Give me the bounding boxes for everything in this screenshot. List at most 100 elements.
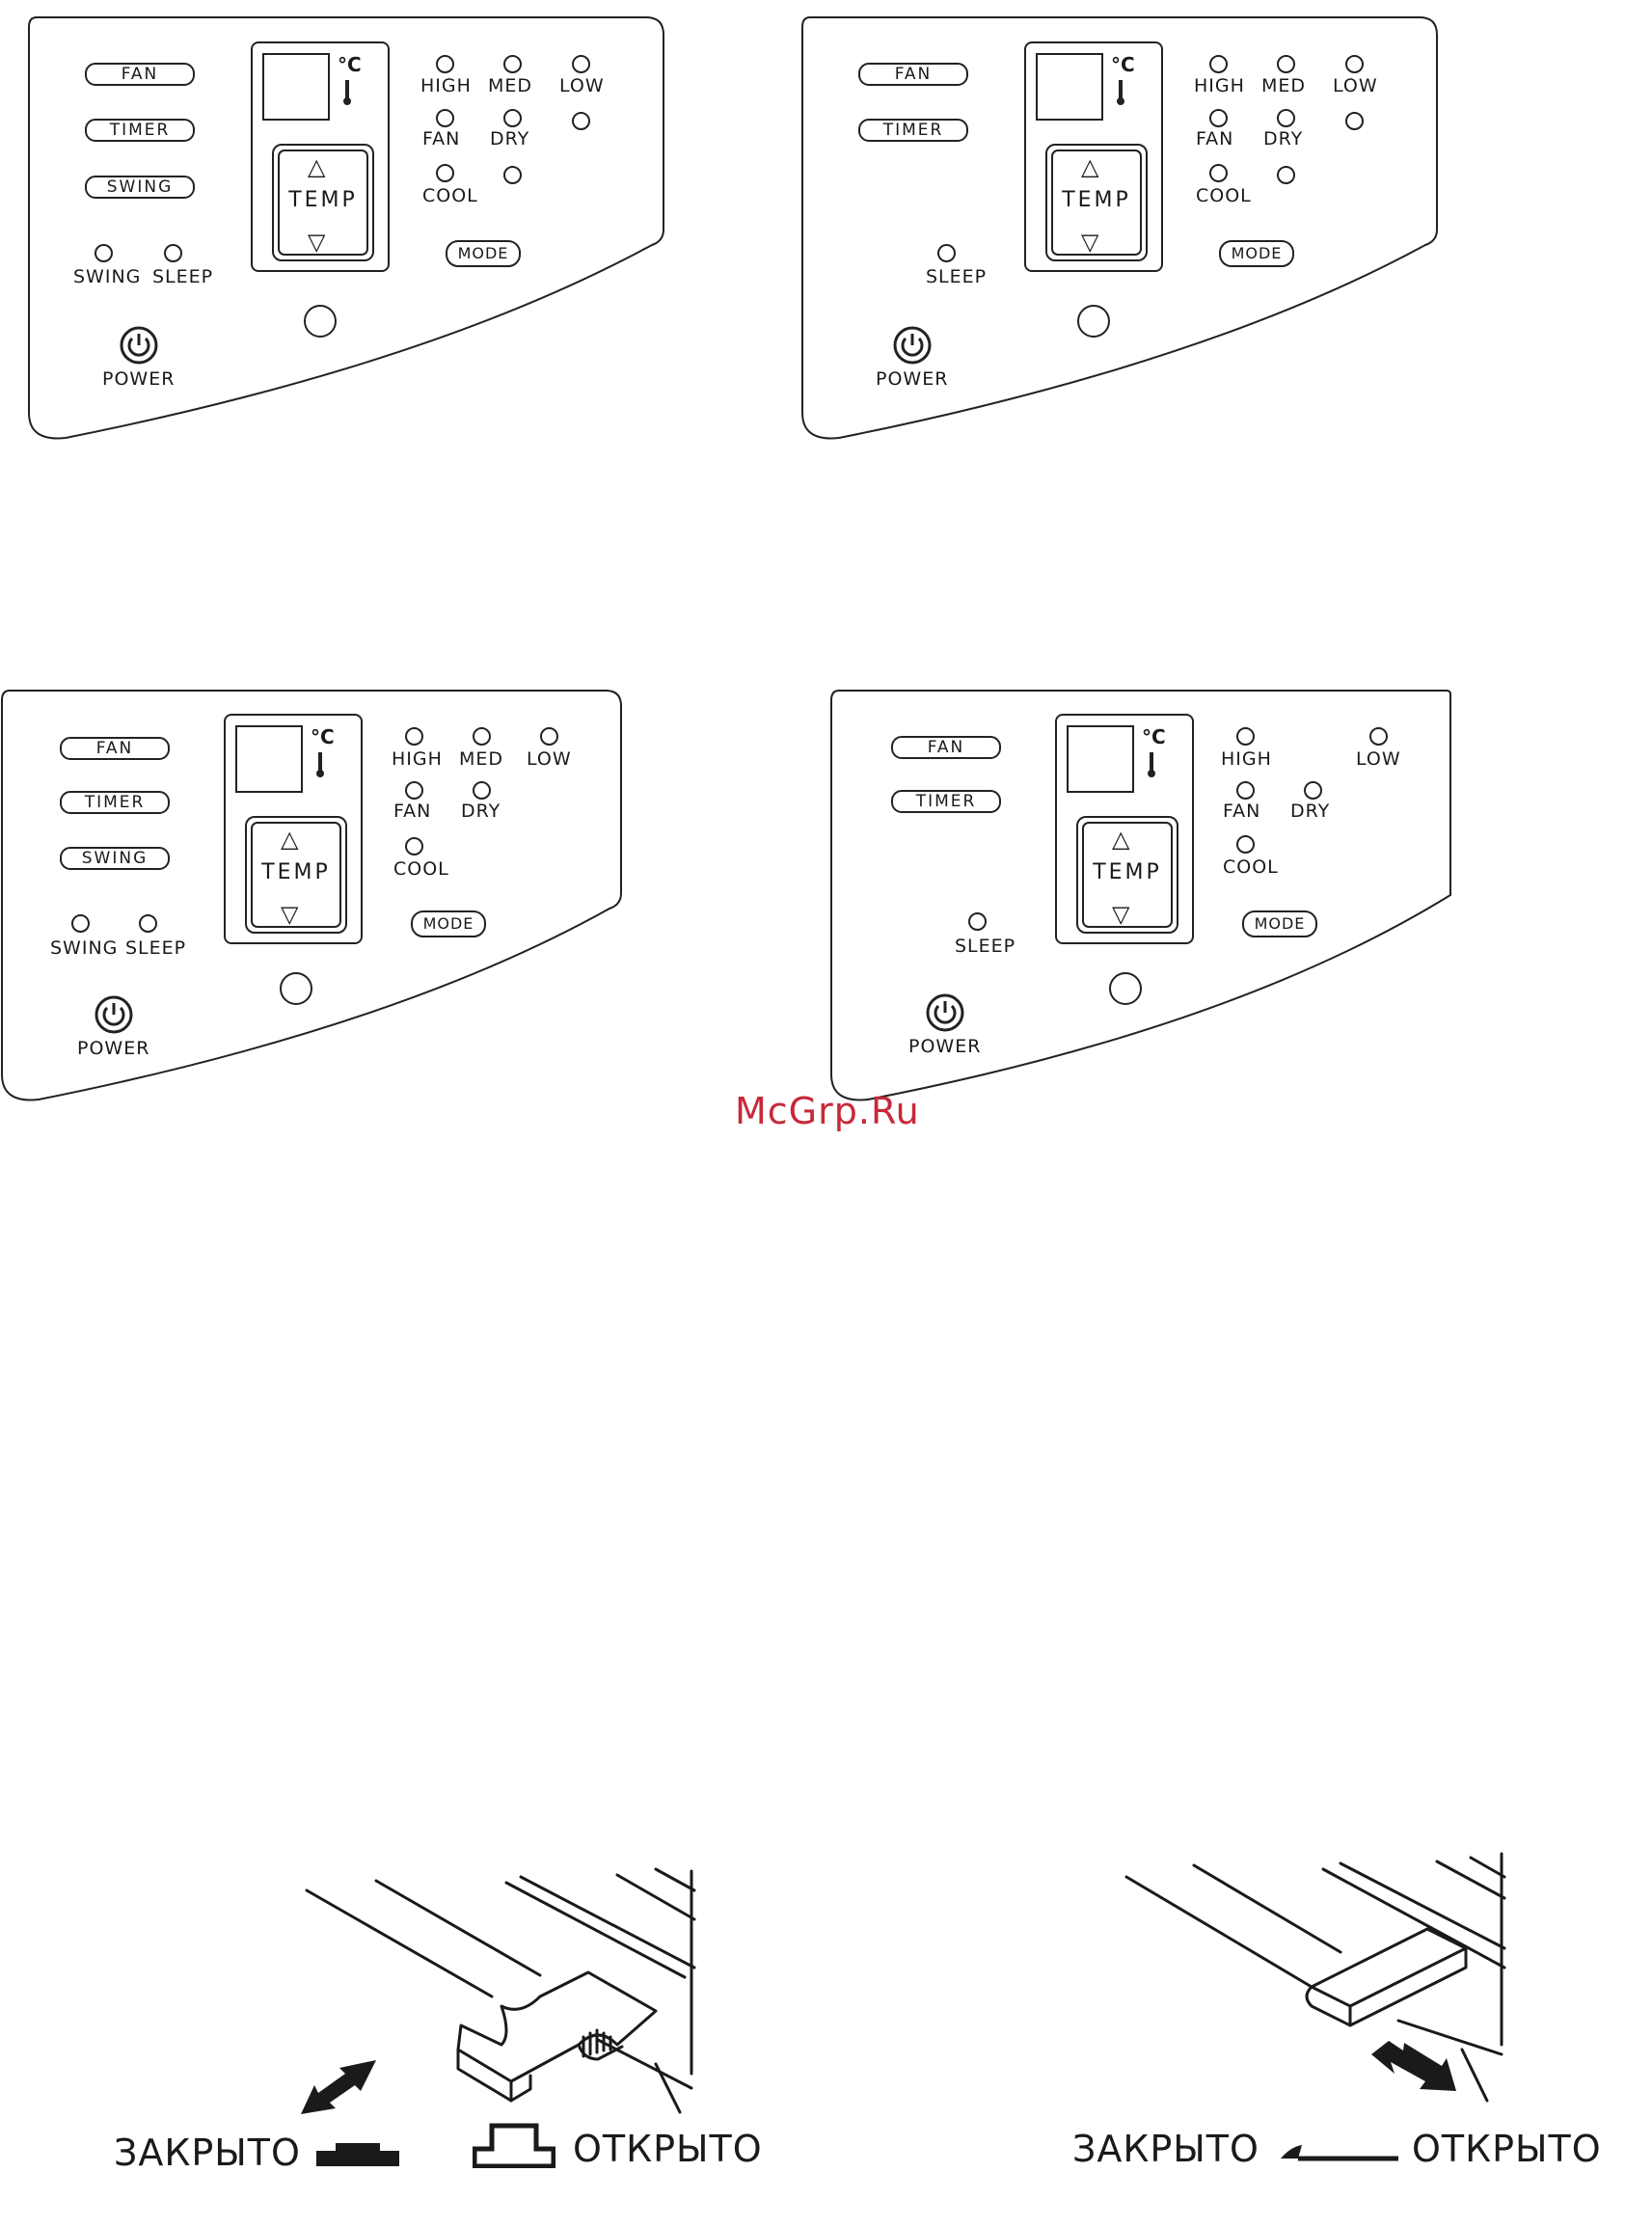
- dry-mode-label: DRY: [1290, 801, 1331, 822]
- dry-mode-label: DRY: [461, 801, 501, 822]
- open-symbol-icon: [473, 2123, 555, 2168]
- cool-mode-label: COOL: [1223, 856, 1279, 878]
- fan-button[interactable]: FAN: [85, 63, 195, 86]
- cool-mode-led: [405, 837, 423, 855]
- swing-button[interactable]: SWING: [85, 176, 195, 199]
- triangle-up-icon[interactable]: △: [308, 153, 326, 180]
- double-arrow-icon: [1371, 2041, 1456, 2091]
- swing-indicator-label: SWING: [50, 937, 119, 959]
- low-label: LOW: [1356, 748, 1401, 770]
- med-label: MED: [1261, 75, 1307, 96]
- power-icon[interactable]: [926, 993, 964, 1032]
- power-icon[interactable]: [95, 995, 133, 1034]
- triangle-up-icon[interactable]: △: [1112, 826, 1130, 853]
- lcd-screen: [235, 725, 303, 793]
- fan-mode-led: [1236, 781, 1255, 800]
- low-label: LOW: [559, 75, 605, 96]
- triangle-down-icon[interactable]: ▽: [308, 229, 326, 256]
- fan-mode-led: [1209, 109, 1228, 127]
- temp-button[interactable]: △ TEMP ▽: [272, 144, 374, 261]
- swing-led: [95, 244, 113, 262]
- lcd-screen: [262, 53, 330, 121]
- power-icon[interactable]: [120, 326, 158, 365]
- temp-button[interactable]: △ TEMP ▽: [1045, 144, 1148, 261]
- temperature-display: °C △ TEMP ▽: [1055, 714, 1194, 944]
- cool-mode-label: COOL: [393, 858, 449, 880]
- cool-mode-led: [1209, 164, 1228, 182]
- high-label: HIGH: [1221, 748, 1272, 770]
- mode-button[interactable]: MODE: [1219, 240, 1294, 267]
- dry-mode-led: [1277, 109, 1295, 127]
- extra-mode-led-2: [1277, 166, 1295, 184]
- thermometer-icon: [1117, 80, 1124, 105]
- temperature-display: °C △ TEMP ▽: [224, 714, 363, 944]
- swing-button[interactable]: SWING: [60, 847, 170, 870]
- temp-button[interactable]: △ TEMP ▽: [1076, 816, 1178, 934]
- temp-label: TEMP: [1093, 860, 1162, 884]
- cool-mode-led: [1236, 835, 1255, 854]
- sensor-knob: [1077, 305, 1110, 338]
- high-led: [436, 55, 454, 73]
- med-led: [473, 727, 491, 746]
- triangle-up-icon[interactable]: △: [1081, 153, 1099, 180]
- vent-lever-diagram-left: [301, 1867, 696, 2114]
- timer-button[interactable]: TIMER: [891, 790, 1001, 813]
- fan-button[interactable]: FAN: [891, 736, 1001, 759]
- power-label: POWER: [77, 1038, 150, 1059]
- closed-symbol-icon: [316, 2143, 399, 2166]
- temp-button[interactable]: △ TEMP ▽: [245, 816, 347, 934]
- control-panel-1: FAN TIMER SWING SWING SLEEP POWER °C △ T…: [27, 16, 664, 442]
- high-label: HIGH: [392, 748, 443, 770]
- sleep-indicator-label: SLEEP: [125, 937, 187, 959]
- mode-button[interactable]: MODE: [1242, 910, 1317, 937]
- celsius-unit: °C: [338, 53, 362, 76]
- sleep-led: [937, 244, 956, 262]
- temp-label: TEMP: [261, 860, 331, 884]
- dry-mode-label: DRY: [1263, 128, 1304, 149]
- med-led: [1277, 55, 1295, 73]
- high-label: HIGH: [1194, 75, 1245, 96]
- sleep-indicator-label: SLEEP: [152, 266, 214, 287]
- dry-mode-led: [473, 781, 491, 800]
- fan-mode-led: [405, 781, 423, 800]
- fan-mode-label: FAN: [422, 128, 461, 149]
- temperature-display: °C △ TEMP ▽: [251, 41, 390, 272]
- power-icon[interactable]: [893, 326, 932, 365]
- triangle-up-icon[interactable]: △: [281, 826, 299, 853]
- cool-mode-label: COOL: [422, 185, 478, 206]
- fan-mode-label: FAN: [393, 801, 432, 822]
- med-label: MED: [488, 75, 533, 96]
- temp-label: TEMP: [1062, 188, 1131, 212]
- fan-button[interactable]: FAN: [858, 63, 968, 86]
- timer-button[interactable]: TIMER: [858, 119, 968, 142]
- thermometer-icon: [1148, 752, 1155, 777]
- sensor-knob: [1109, 972, 1142, 1005]
- triangle-down-icon[interactable]: ▽: [1112, 901, 1130, 928]
- triangle-down-icon[interactable]: ▽: [281, 901, 299, 928]
- vent-right-open-label: ОТКРЫТО: [1412, 2128, 1602, 2170]
- vent-right-closed-label: ЗАКРЫТО: [1072, 2128, 1259, 2170]
- dry-mode-led: [1304, 781, 1322, 800]
- watermark: McGrp.Ru: [735, 1090, 920, 1132]
- fan-button[interactable]: FAN: [60, 737, 170, 760]
- mode-button[interactable]: MODE: [411, 910, 486, 937]
- timer-button[interactable]: TIMER: [60, 791, 170, 814]
- med-label: MED: [459, 748, 504, 770]
- low-led: [1345, 55, 1364, 73]
- sleep-indicator-label: SLEEP: [926, 266, 988, 287]
- high-led: [1209, 55, 1228, 73]
- sensor-knob: [304, 305, 337, 338]
- triangle-down-icon[interactable]: ▽: [1081, 229, 1099, 256]
- high-label: HIGH: [420, 75, 472, 96]
- low-label: LOW: [1333, 75, 1378, 96]
- cool-mode-led: [436, 164, 454, 182]
- temp-label: TEMP: [288, 188, 358, 212]
- dry-mode-label: DRY: [490, 128, 530, 149]
- control-panel-4: FAN TIMER SLEEP POWER °C △ TEMP ▽ HIGH L…: [829, 690, 1466, 1115]
- mode-button[interactable]: MODE: [446, 240, 521, 267]
- high-led: [1236, 727, 1255, 746]
- timer-button[interactable]: TIMER: [85, 119, 195, 142]
- lcd-screen: [1036, 53, 1103, 121]
- vent-left-open-label: ОТКРЫТО: [573, 2128, 763, 2170]
- sleep-led: [164, 244, 182, 262]
